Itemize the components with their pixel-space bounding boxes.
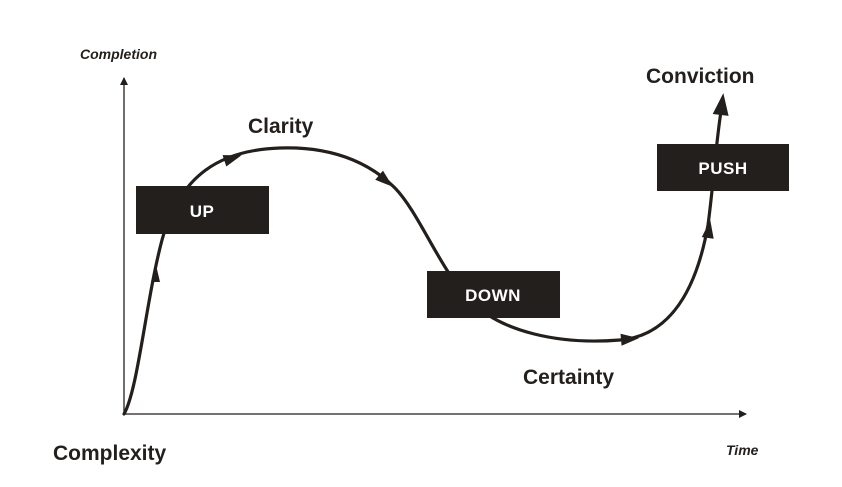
down-box: DOWN — [427, 271, 560, 318]
up-box: UP — [136, 186, 269, 234]
push-box: PUSH — [657, 144, 789, 191]
curve-arrow-icon — [701, 220, 714, 239]
x-axis-label: Time — [726, 442, 759, 458]
certainty-label: Certainty — [523, 366, 614, 389]
up-box-label: UP — [190, 202, 215, 221]
push-box-label: PUSH — [698, 159, 747, 178]
progress-curve — [122, 103, 724, 416]
curve-arrow-icon — [151, 265, 160, 282]
curve-end-arrow-icon — [712, 93, 729, 116]
down-box-label: DOWN — [465, 286, 521, 305]
curve-arrow-icon — [375, 170, 393, 187]
curve-arrow-icon — [222, 155, 242, 167]
origin-label: Complexity — [53, 442, 167, 465]
clarity-label: Clarity — [248, 115, 314, 138]
conviction-label: Conviction — [646, 65, 755, 88]
curve-arrow-icon — [620, 333, 639, 346]
y-axis-label: Completion — [80, 46, 157, 62]
